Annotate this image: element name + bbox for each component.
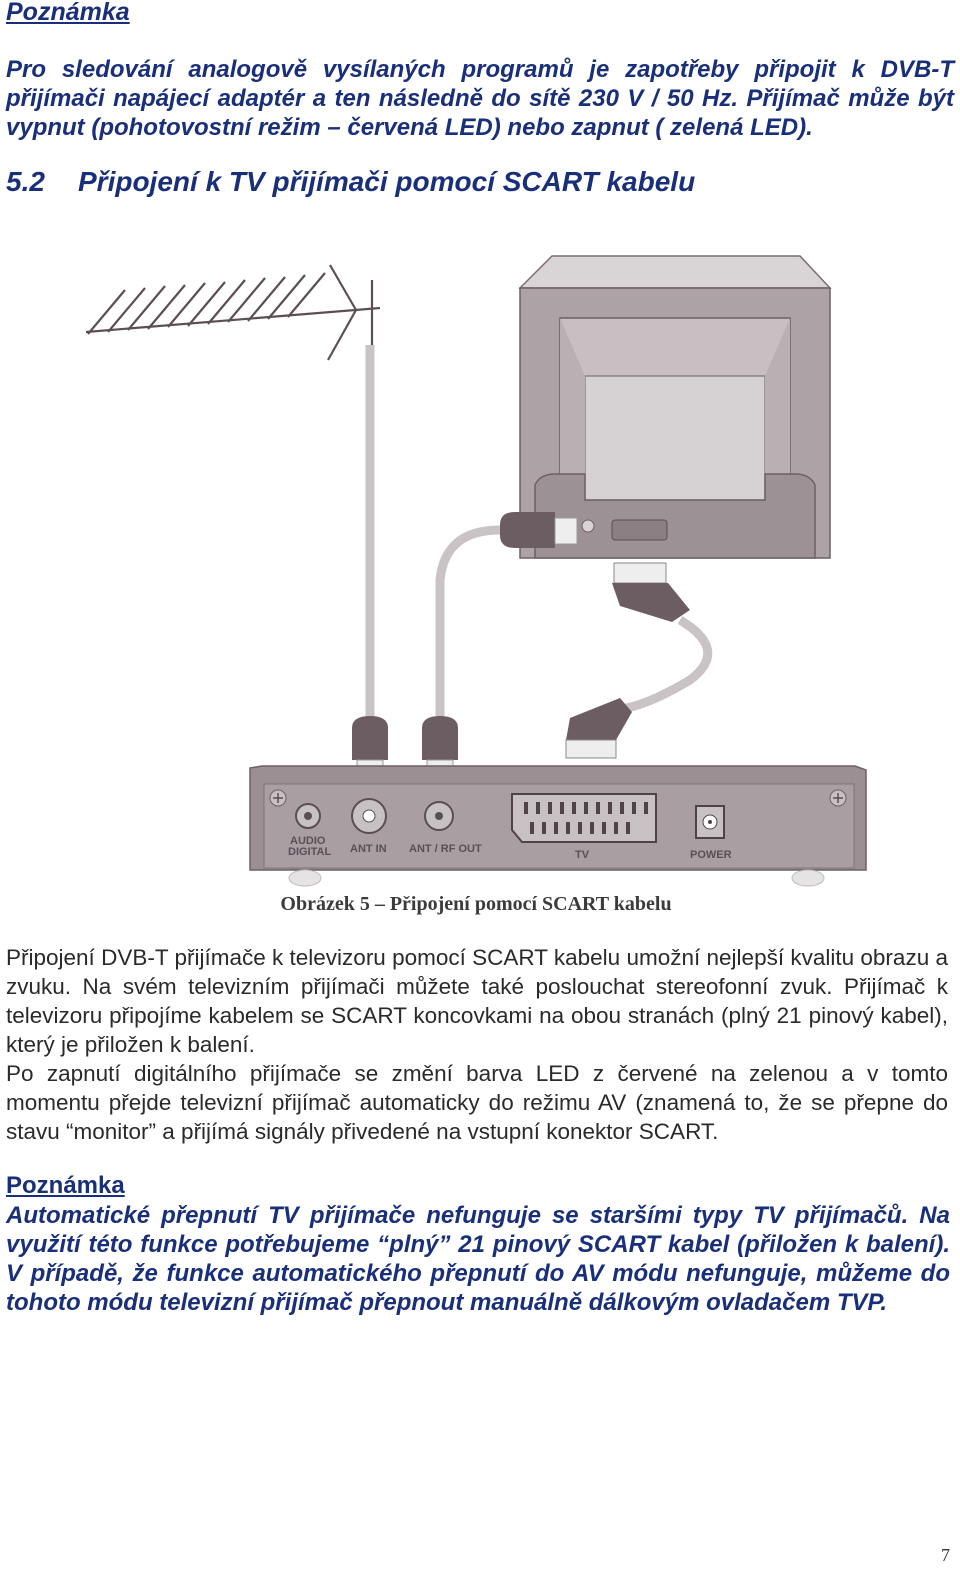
scart-plug-tv-icon: [612, 562, 690, 622]
connection-diagram: AUDIO DIGITAL ANT IN ANT / RF OUT TV POW…: [85, 255, 867, 887]
note-heading: Poznámka: [6, 0, 130, 26]
label-digital: DIGITAL: [288, 846, 331, 858]
rf-cable: [435, 525, 501, 720]
section-number: 5.2: [6, 166, 45, 197]
tv-set-icon: [518, 255, 832, 559]
label-power: POWER: [690, 849, 732, 861]
section-heading: 5.2 Připojení k TV přijímači pomocí SCART…: [6, 166, 695, 198]
tv-antenna-plug-tip: [554, 517, 578, 545]
body-text: Připojení DVB-T přijímače k televizoru p…: [6, 943, 948, 1146]
figure-caption: Obrázek 5 – Připojení pomocí SCART kabel…: [280, 893, 672, 915]
paragraph-2: Po zapnutí digitálního přijímače se změn…: [6, 1061, 948, 1144]
scart-plug-receiver-icon: [565, 698, 632, 759]
label-audio: AUDIO: [290, 835, 326, 847]
section-title: Připojení k TV přijímači pomocí SCART ka…: [78, 166, 696, 197]
label-ant-in: ANT IN: [350, 843, 387, 855]
tv-antenna-plug: [500, 512, 555, 548]
scart-cable: [609, 616, 713, 715]
note2-text: Automatické přepnutí TV přijímače nefung…: [6, 1202, 950, 1316]
page-number: 7: [941, 1545, 950, 1565]
antenna-icon: [85, 264, 381, 361]
paragraph-1: Připojení DVB-T přijímače k televizoru p…: [6, 945, 948, 1057]
dvb-t-receiver-icon: AUDIO DIGITAL ANT IN ANT / RF OUT TV POW…: [249, 765, 867, 887]
note2-heading: Poznámka: [6, 1172, 125, 1199]
label-tv: TV: [575, 849, 590, 861]
note-text: Pro sledování analogově vysílaných progr…: [6, 56, 954, 141]
label-ant-rf-out: ANT / RF OUT: [409, 843, 482, 855]
